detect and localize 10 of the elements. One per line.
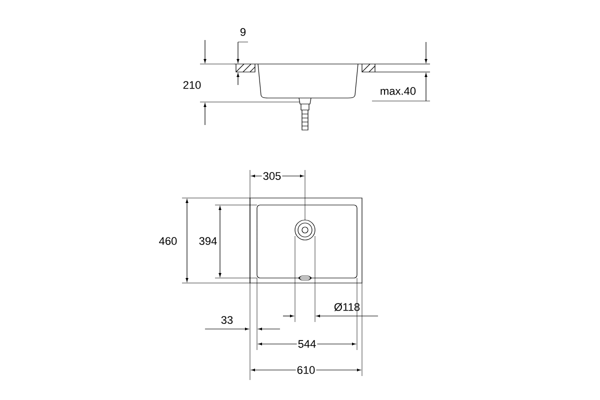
- dimension-label: Ø118: [334, 302, 360, 312]
- dimension-label: 544: [296, 339, 318, 349]
- dimension-label: 460: [159, 237, 177, 245]
- dimension-label: 33: [221, 316, 233, 324]
- dimension-label: 305: [262, 171, 282, 181]
- dimension-label: 210: [183, 81, 201, 89]
- dimension-label: 9: [240, 28, 246, 36]
- dimension-label: 610: [296, 365, 316, 375]
- dimension-label: 394: [199, 237, 217, 245]
- dimension-label: max.40: [380, 87, 416, 95]
